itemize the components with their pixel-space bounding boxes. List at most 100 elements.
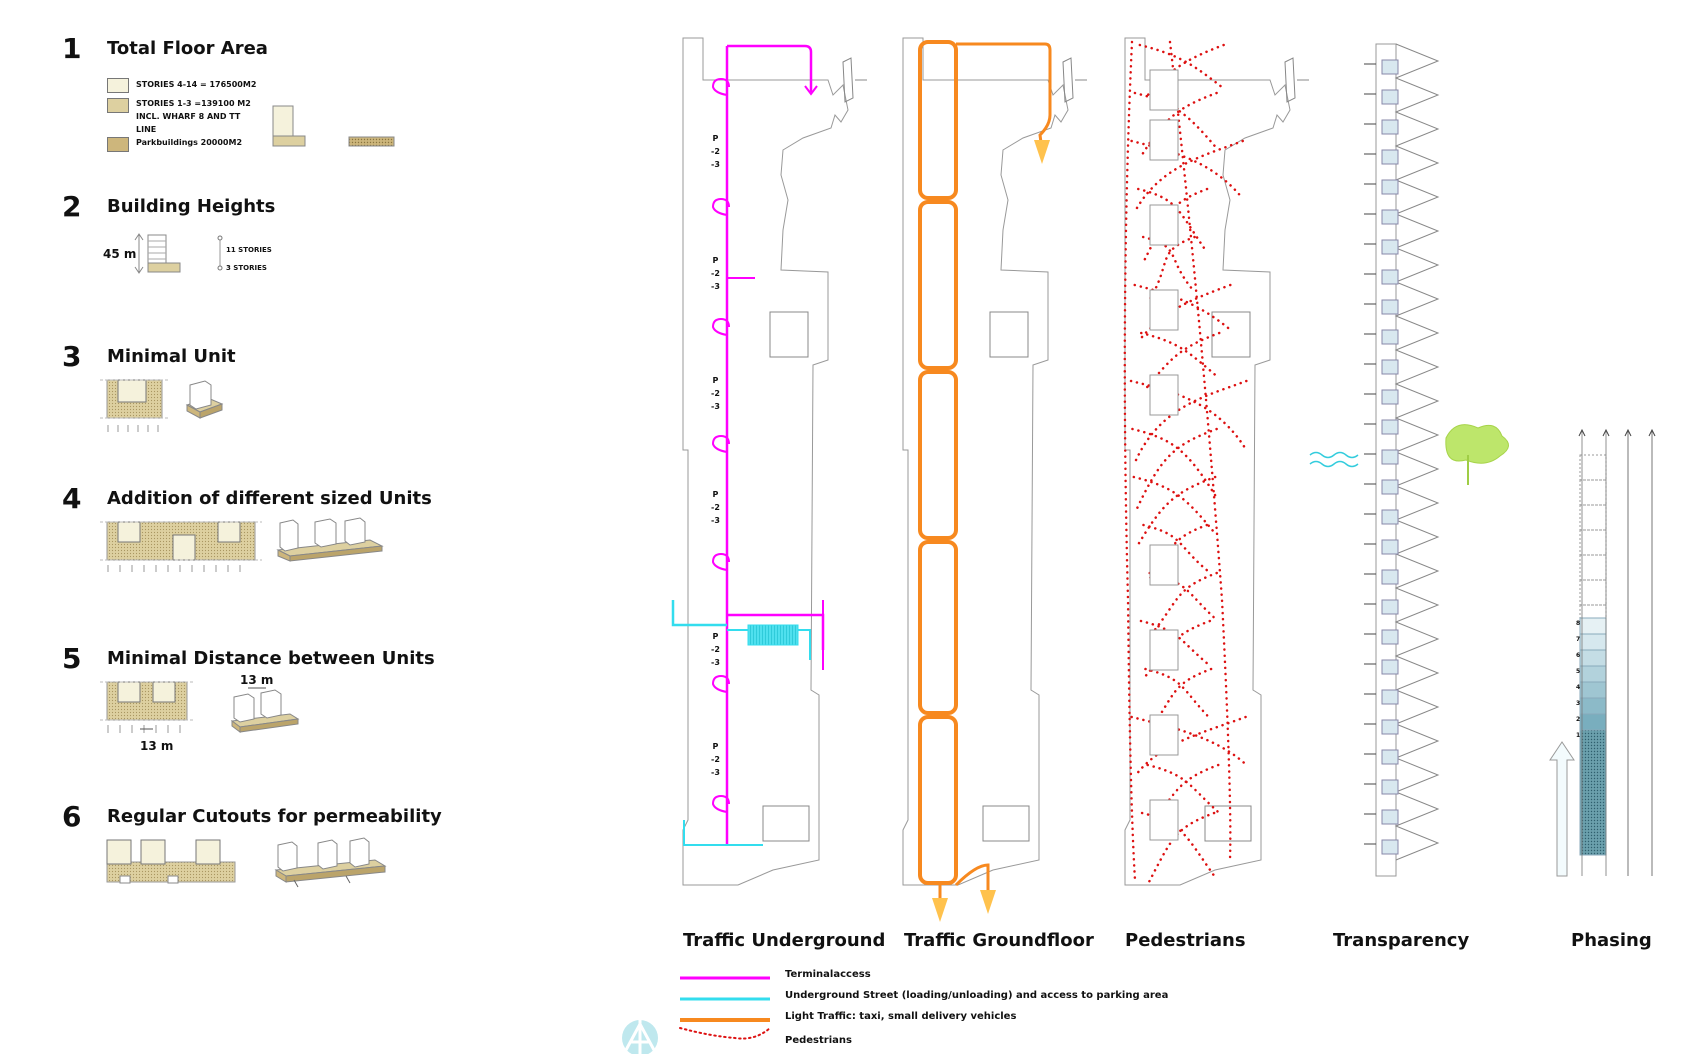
arrow-icon <box>980 890 996 914</box>
parking-access-block <box>747 624 799 646</box>
height-lower-label: 3 STORIES <box>226 264 267 272</box>
pedestrian-path <box>1132 475 1217 535</box>
transparency-unit <box>1381 179 1399 195</box>
transparency-unit <box>1381 809 1399 825</box>
phase-block <box>1579 729 1607 856</box>
pedestrian-path <box>1139 331 1221 380</box>
building-block <box>989 311 1029 358</box>
phase-number: 2 <box>1576 716 1581 723</box>
transparency-unit <box>1381 539 1399 555</box>
stories-1-3-swatch <box>107 98 129 113</box>
ramp-icon <box>711 674 730 693</box>
parking-level-label: P-2-3 <box>711 376 720 411</box>
building-block <box>1149 69 1179 111</box>
light-traffic-line <box>954 863 990 900</box>
transparency-unit <box>1381 209 1399 225</box>
column-label-traffic-underground: Traffic Underground <box>683 930 886 951</box>
water-waves-icon <box>1309 451 1359 468</box>
transparency-unit <box>1381 149 1399 165</box>
pedestrian-path <box>1146 235 1196 304</box>
arrow-icon <box>1602 428 1610 437</box>
transparency-unit <box>1381 779 1399 795</box>
floor-area-item-1: STORIES 4-14 = 176500M2 <box>136 80 257 89</box>
underground-street-line <box>683 820 763 846</box>
transparency-unit <box>1381 299 1399 315</box>
transparency-zigzag <box>1394 43 1440 861</box>
phase-block <box>1579 697 1607 715</box>
phase-block <box>1579 665 1607 683</box>
legend-label: Light Traffic: taxi, small delivery vehi… <box>785 1011 1017 1022</box>
step-number: 3 <box>62 340 82 373</box>
transparency-diagram <box>1309 43 1509 877</box>
transparency-unit <box>1381 659 1399 675</box>
dock-icon <box>842 57 854 103</box>
pedestrian-path <box>1141 187 1209 264</box>
ramp-icon <box>711 197 730 216</box>
transparency-unit <box>1381 599 1399 615</box>
legend-label: Underground Street (loading/unloading) a… <box>785 990 1169 1001</box>
phase-number: 1 <box>1576 732 1581 739</box>
step-title: Minimal Distance between Units <box>107 648 435 669</box>
tree-icon <box>1445 424 1509 485</box>
ramp-icon <box>711 77 730 96</box>
step-title: Minimal Unit <box>107 346 236 367</box>
transparency-unit <box>1381 59 1399 75</box>
ramp-icon <box>711 552 730 571</box>
phase-block <box>1579 649 1607 667</box>
column-label-phasing: Phasing <box>1571 930 1652 951</box>
transparency-unit <box>1381 629 1399 645</box>
site-outline <box>902 37 1069 886</box>
step-title: Addition of different sized Units <box>107 488 432 509</box>
transparency-unit <box>1381 329 1399 345</box>
transparency-unit <box>1381 419 1399 435</box>
column-label-pedestrians: Pedestrians <box>1125 930 1246 951</box>
transparency-unit <box>1381 719 1399 735</box>
pedestrian-path <box>1130 715 1247 766</box>
transparency-unit <box>1381 689 1399 705</box>
phase-empty-slot <box>1579 579 1607 606</box>
site-outline <box>1124 37 1291 886</box>
transparency-unit <box>1381 509 1399 525</box>
pedestrian-path <box>1138 91 1218 160</box>
phase-number: 5 <box>1576 668 1581 675</box>
building-block <box>1149 204 1179 246</box>
step-number: 5 <box>62 642 82 675</box>
transparency-unit <box>1381 89 1399 105</box>
floor-area-item-2b: INCL. WHARF 8 AND TT <box>136 112 241 121</box>
building-block <box>769 311 809 358</box>
parking-level-label: P-2-3 <box>711 632 720 667</box>
light-traffic-loop <box>918 715 958 885</box>
phase-block <box>1579 713 1607 731</box>
pedestrian-path <box>1136 427 1218 509</box>
pedestrian-path <box>1142 523 1209 572</box>
arrow-icon <box>1578 428 1586 437</box>
phase-number: 8 <box>1576 620 1581 627</box>
phasing-diagram <box>1549 428 1656 877</box>
transparency-unit <box>1381 569 1399 585</box>
floor-area-icons <box>272 105 395 147</box>
pedestrian-path <box>1144 331 1221 390</box>
floor-area-item-2c: LINE <box>136 125 157 134</box>
floor-area-item-2a: STORIES 1-3 =139100 M2 <box>136 99 251 108</box>
arrow-icon <box>1648 428 1656 437</box>
light-traffic-loop <box>918 370 958 540</box>
legend-label: Terminalaccess <box>785 969 871 980</box>
building-block <box>982 805 1030 842</box>
legend-label: Pedestrians <box>785 1035 852 1046</box>
pedestrian-path <box>1144 667 1213 721</box>
phase-empty-slot <box>1579 479 1607 506</box>
building-block <box>1149 544 1179 586</box>
step-title: Regular Cutouts for permeability <box>107 806 442 827</box>
light-traffic-line <box>956 42 1052 151</box>
transparency-unit <box>1381 239 1399 255</box>
distance-top-label: 13 m <box>240 673 274 687</box>
step-title: Total Floor Area <box>107 38 268 59</box>
parking-level-label: P-2-3 <box>711 256 720 291</box>
arrow-icon <box>1624 428 1632 437</box>
underground-street-line <box>671 600 727 627</box>
building-block <box>1149 289 1179 331</box>
light-traffic-loop <box>918 40 958 200</box>
minimal-unit-icons <box>100 379 224 432</box>
cutouts-icons <box>106 837 387 888</box>
pedestrian-path <box>1130 139 1244 200</box>
